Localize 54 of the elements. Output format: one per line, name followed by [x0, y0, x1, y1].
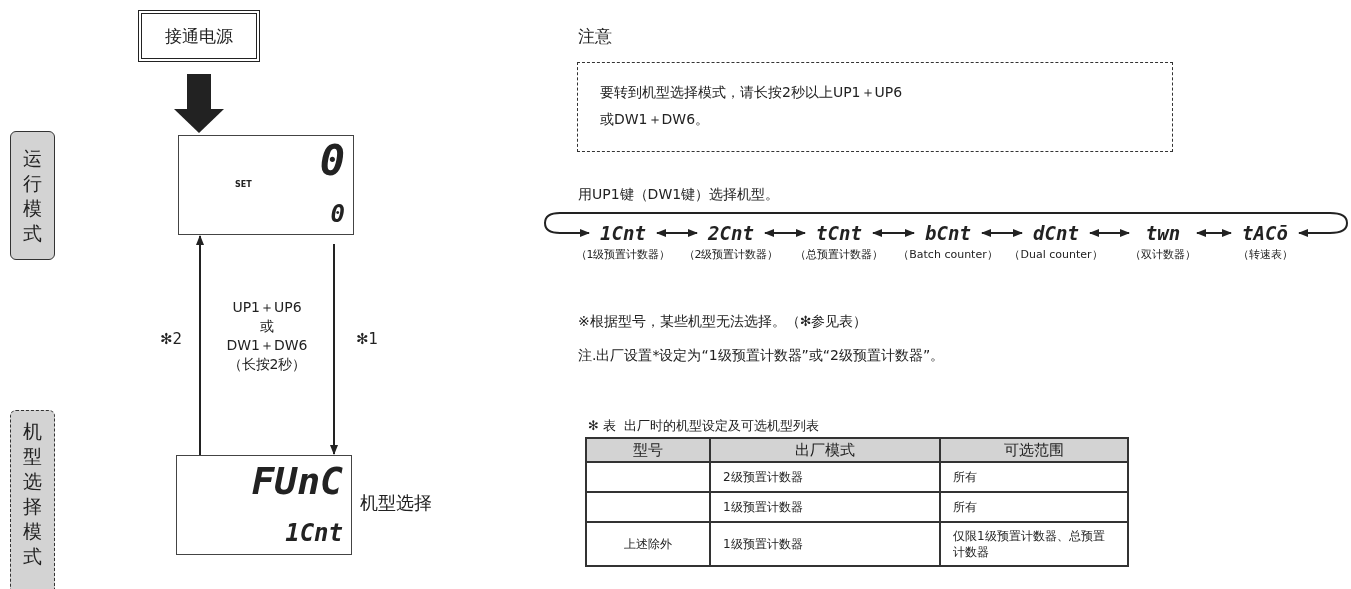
display-text: FUnC	[251, 458, 343, 504]
display-digit: 0	[319, 138, 345, 184]
arrow	[196, 235, 204, 456]
display-indicator: SET	[235, 180, 252, 189]
table-cell: 所有	[940, 492, 1128, 522]
start-box: 接通电源	[138, 10, 260, 62]
note-text: 用UP1键（DW1键）选择机型。	[578, 186, 780, 204]
node-caption: （Dual counter）	[1008, 247, 1104, 262]
node-caption: （转速表）	[1236, 247, 1294, 262]
display-panel	[178, 135, 354, 235]
mode-band: 机型选择模式	[10, 410, 55, 589]
display-text: 1Cnt	[285, 518, 343, 548]
node-caption: 机型选择	[360, 491, 432, 515]
node-caption: （2级预置计数器）	[682, 247, 780, 262]
node-caption: （双计数器）	[1129, 247, 1197, 262]
note-box: 要转到机型选择模式，请长按2秒以上UP1＋UP6或DW1＋DW6。	[577, 62, 1173, 152]
mode-band: 运行模式	[10, 131, 55, 260]
display-code: bCnt	[915, 222, 981, 244]
edge-label: ✻2	[160, 330, 183, 348]
table-cell: 仅限1级预置计数器、总预置计数器	[940, 522, 1128, 566]
display-code: tACō	[1232, 222, 1298, 244]
table-cell: 上述除外	[586, 522, 710, 566]
arrow	[544, 212, 1348, 237]
note-text: 注.出厂设置*设定为“1级预置计数器”或“2级预置计数器”。	[578, 347, 945, 365]
table-cell: 所有	[940, 462, 1128, 492]
display-code: tCnt	[806, 222, 872, 244]
arrow	[656, 229, 698, 237]
display-panel	[176, 455, 352, 555]
edge-label: ✻1	[356, 330, 379, 348]
note-text: ※根据型号，某些机型无法选择。（✻参见表）	[578, 313, 868, 331]
arrow	[1089, 229, 1130, 237]
table-cell: 1级预置计数器	[710, 522, 940, 566]
table-cell: 1级预置计数器	[710, 492, 940, 522]
node-caption: （总预置计数器）	[794, 247, 884, 262]
display-code: 1Cnt	[590, 222, 656, 244]
display-code: twn	[1130, 222, 1196, 244]
arrow	[174, 74, 224, 133]
display-code: 2Cnt	[698, 222, 764, 244]
arrow	[981, 229, 1023, 237]
key-instruction: UP1＋UP6 或 DW1＋DW6 （长按2秒）	[225, 298, 309, 374]
node-caption: （Batch counter）	[897, 247, 999, 262]
note-text: ✻ 表 出厂时的机型设定及可选机型列表	[588, 417, 820, 435]
display-code: dCnt	[1023, 222, 1089, 244]
table-header-cell: 可选范围	[940, 438, 1128, 462]
node-caption: （1级预置计数器）	[574, 247, 672, 262]
arrow	[1196, 229, 1232, 237]
arrow	[872, 229, 915, 237]
arrow	[764, 229, 806, 237]
display-digit: 0	[330, 200, 345, 228]
table-header-cell: 出厂模式	[710, 438, 940, 462]
arrow	[330, 243, 338, 455]
note-heading: 注意	[578, 25, 612, 48]
table-cell: 2级预置计数器	[710, 462, 940, 492]
table-header-cell: 型号	[586, 438, 710, 462]
